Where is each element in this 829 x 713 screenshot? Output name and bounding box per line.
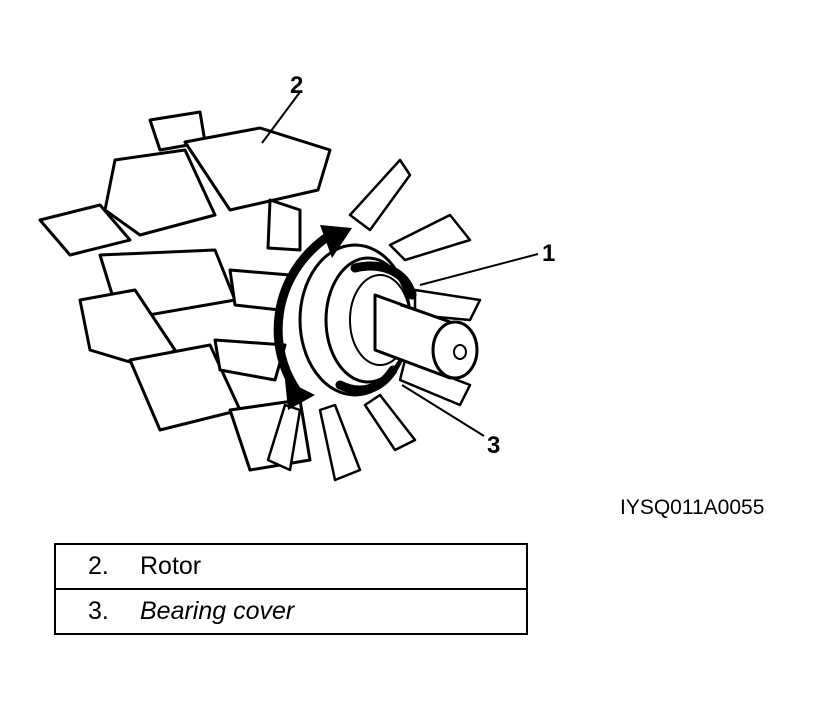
callout-2: 2: [290, 72, 304, 99]
legend-label: Bearing cover: [140, 597, 295, 625]
legend-number: 3.: [88, 597, 109, 625]
fan-blades: [266, 158, 482, 482]
arrowheads: [285, 225, 352, 410]
leader-lines: [261, 91, 539, 437]
callout-3: 3: [487, 432, 501, 459]
legend-row: 3. Bearing cover: [54, 588, 528, 635]
legend-table: 2. Rotor 3. Bearing cover: [54, 543, 528, 635]
rotor-shaft: [373, 293, 479, 380]
rotor-assembly-illustration: [38, 91, 539, 482]
figure-id: IYSQ011A0055: [620, 496, 765, 519]
legend-row: 2. Rotor: [54, 543, 528, 590]
rotor-claw-poles: [38, 110, 332, 472]
legend-number: 2.: [88, 552, 109, 580]
rotation-arrows: [273, 230, 417, 400]
bearing-cover: [298, 243, 412, 397]
callout-1: 1: [542, 240, 556, 267]
legend-label: Rotor: [140, 552, 202, 580]
